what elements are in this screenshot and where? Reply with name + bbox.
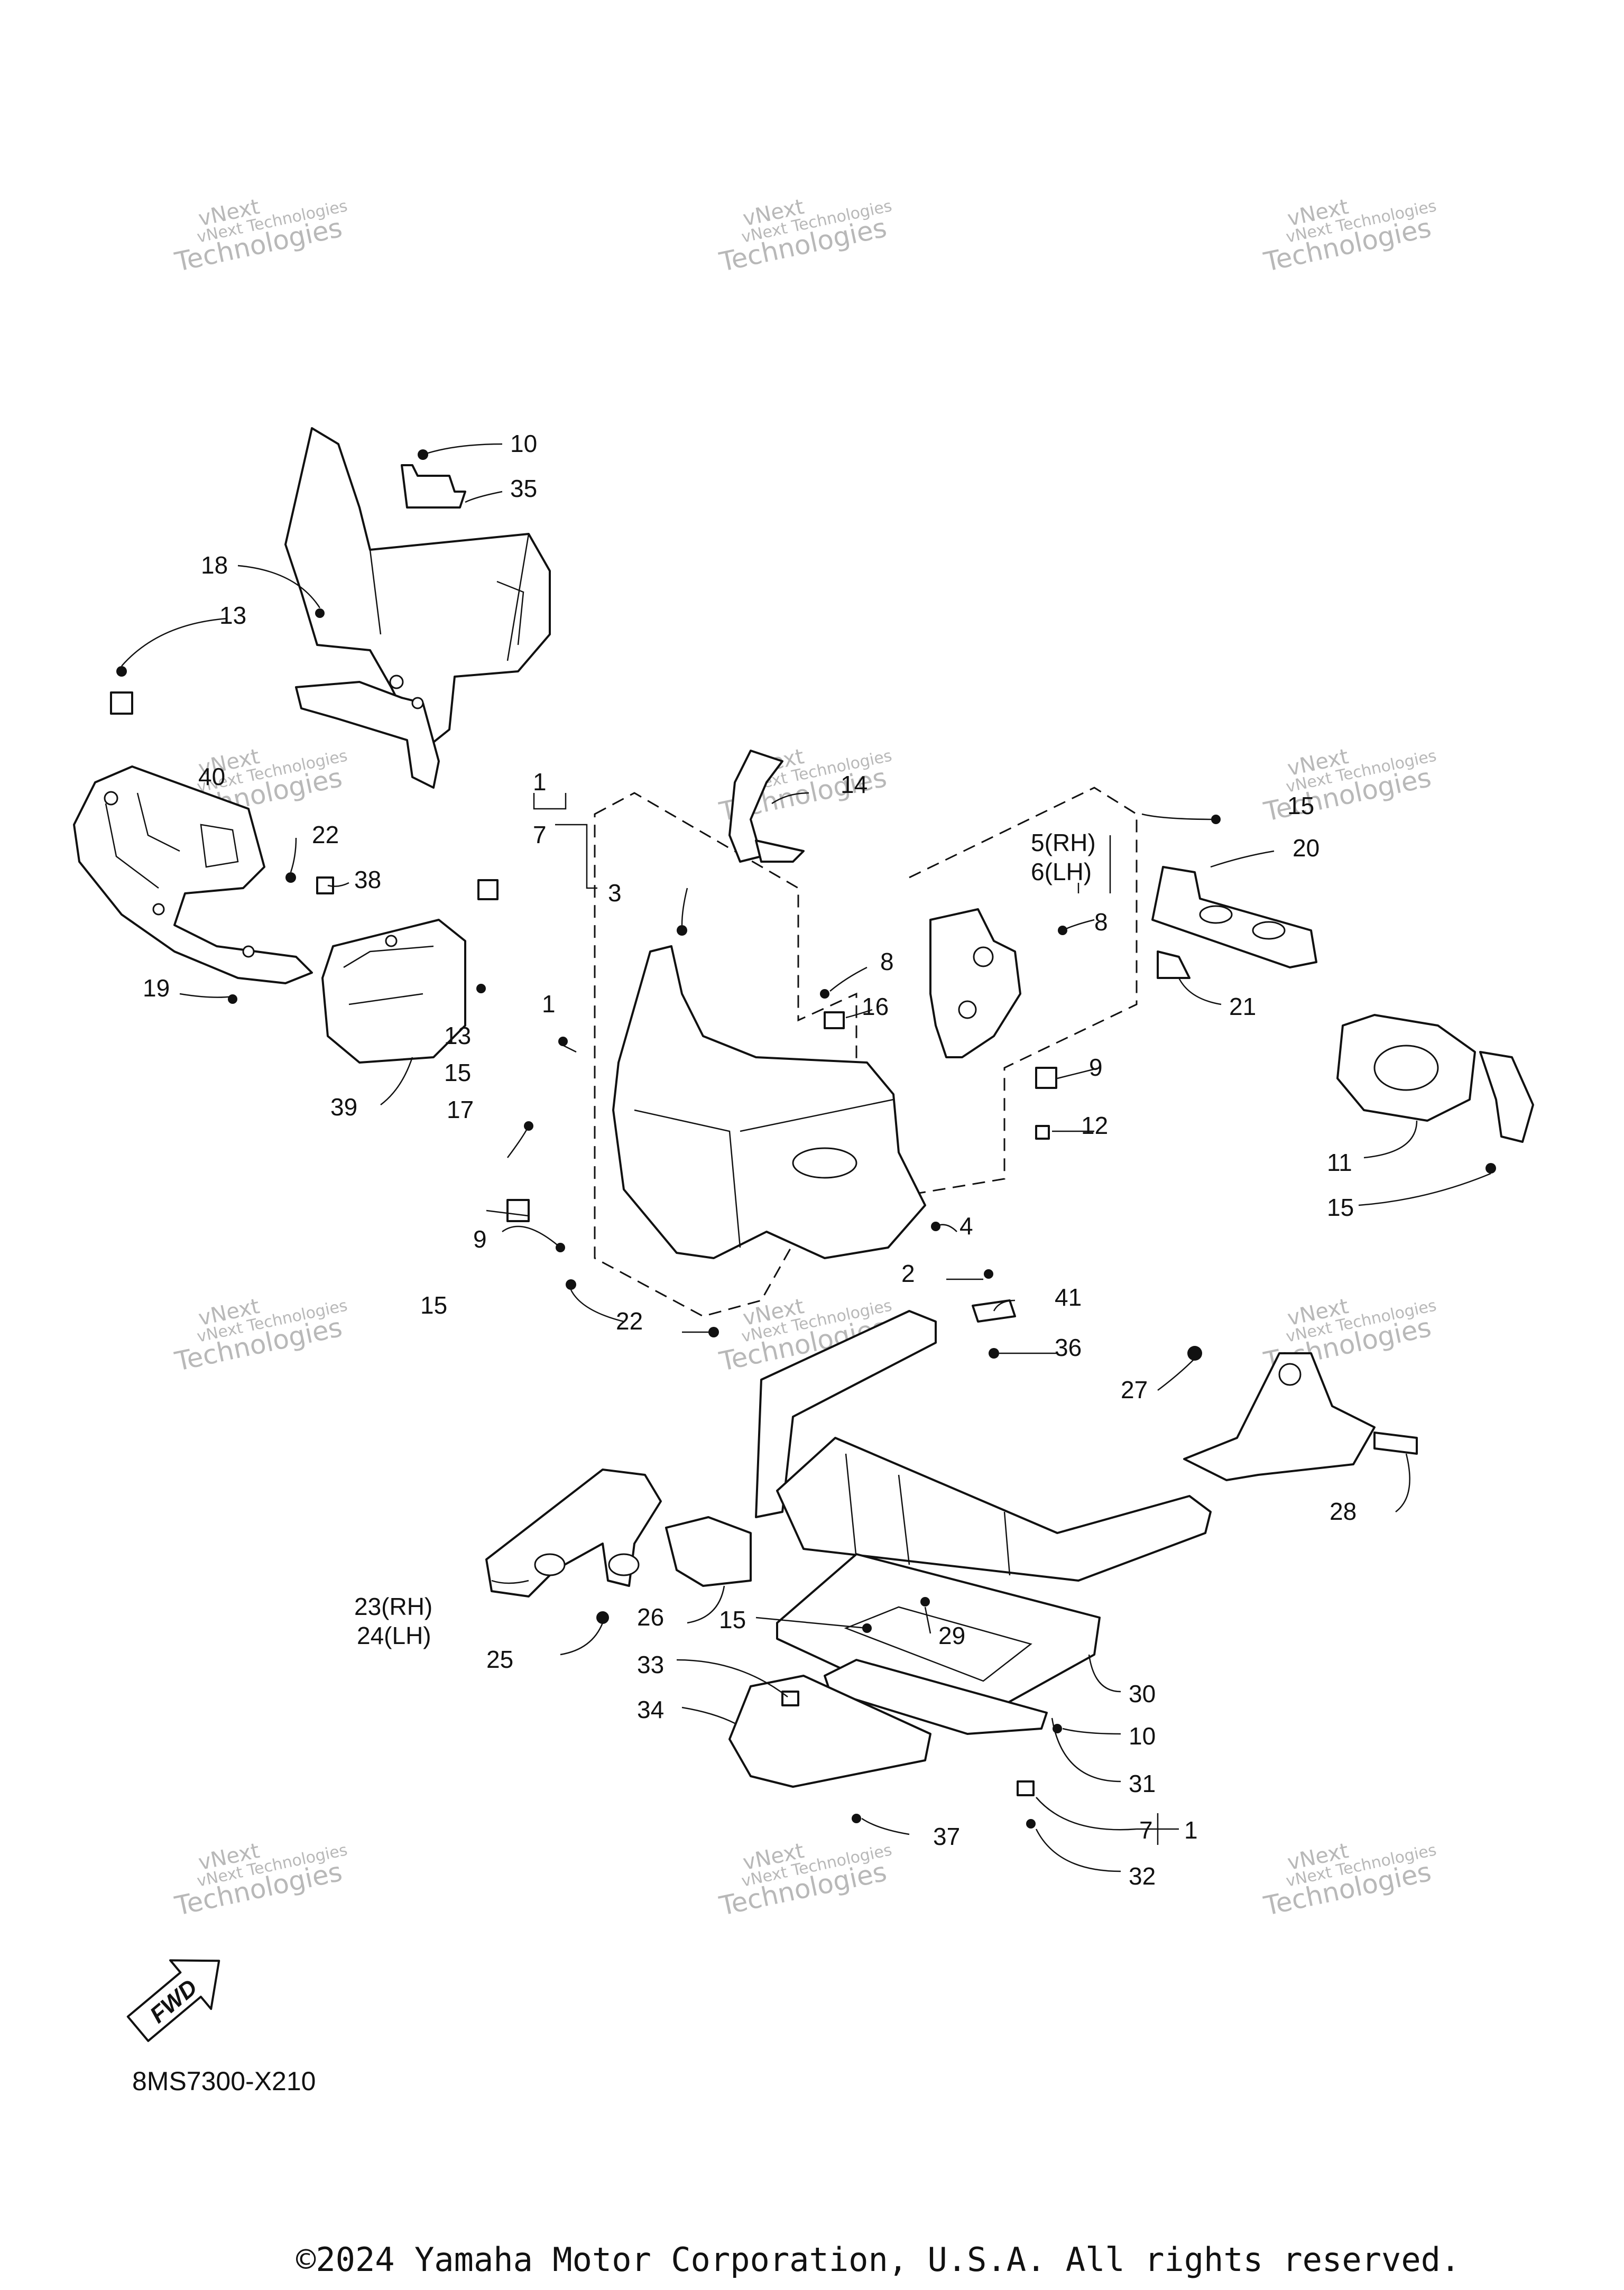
label-38: 38 — [354, 866, 381, 893]
label-1-bottom: 1 — [1184, 1816, 1198, 1844]
left-lower-cover — [321, 919, 466, 1064]
label-37: 37 — [933, 1823, 960, 1850]
label-1-bracket-top: 1 — [533, 768, 547, 796]
label-40: 40 — [198, 763, 225, 790]
label-11: 11 — [1327, 1149, 1352, 1176]
label-25: 25 — [486, 1646, 513, 1673]
label-27: 27 — [1121, 1376, 1148, 1403]
watermark-bottom-left: vNext vNext Technologies Technologies — [172, 1839, 349, 1922]
bracket-26 — [665, 1516, 752, 1587]
main-front-panel — [612, 750, 926, 1259]
label-33: 33 — [637, 1651, 664, 1678]
label-22-center: 22 — [616, 1307, 643, 1335]
assembly-outline-mount — [909, 787, 1138, 1196]
watermark-bottom-center: vNext vNext Technologies Technologies — [716, 1839, 893, 1922]
label-3: 3 — [608, 879, 622, 907]
label-22-left: 22 — [312, 821, 339, 848]
diagram-code: 8MS7300-X210 — [132, 2066, 316, 2096]
front-bracket-23-24 — [485, 1469, 662, 1598]
part-21-clip — [1157, 950, 1191, 979]
label-34: 34 — [637, 1696, 664, 1723]
watermark-top-right: vNext vNext Technologies Technologies — [1261, 195, 1438, 278]
label-14: 14 — [841, 771, 868, 798]
label-36: 36 — [1055, 1334, 1082, 1361]
label-30: 30 — [1129, 1680, 1156, 1707]
label-5-rh: 5(RH) — [1031, 829, 1096, 856]
engine-mount — [929, 908, 1021, 1058]
label-10-top: 10 — [510, 430, 537, 457]
label-7-bracket-top: 7 — [533, 821, 547, 848]
label-39: 39 — [330, 1093, 357, 1121]
label-15-top-right: 15 — [1287, 792, 1314, 819]
label-24-lh: 24(LH) — [357, 1622, 431, 1649]
label-13-top: 13 — [219, 602, 246, 629]
label-29: 29 — [938, 1622, 965, 1649]
label-20: 20 — [1293, 834, 1320, 862]
part-labels: 10 35 18 13 40 22 38 19 39 13 15 1 7 1 3… — [143, 430, 1357, 1890]
label-1-main: 1 — [542, 990, 556, 1018]
label-18: 18 — [201, 551, 228, 579]
watermark-top-left: vNext vNext Technologies Technologies — [172, 195, 349, 278]
label-16: 16 — [862, 993, 889, 1020]
label-7-bottom: 7 — [1139, 1816, 1153, 1844]
label-4: 4 — [959, 1212, 973, 1240]
upper-bracket-assembly — [284, 427, 551, 789]
right-plate-20 — [1151, 866, 1317, 968]
label-10-bottom: 10 — [1129, 1722, 1156, 1750]
watermark-bottom-right: vNext vNext Technologies Technologies — [1261, 1839, 1438, 1922]
label-23-rh: 23(RH) — [354, 1593, 432, 1620]
label-31: 31 — [1129, 1770, 1156, 1797]
label-8-right: 8 — [1094, 908, 1108, 936]
label-2: 2 — [901, 1260, 915, 1287]
watermark-row3-left: vNext vNext Technologies Technologies — [172, 1294, 349, 1377]
label-13-mid: 13 — [444, 1022, 471, 1049]
left-mount-bracket — [73, 765, 313, 984]
label-21: 21 — [1229, 993, 1256, 1020]
label-15-bottom: 15 — [719, 1606, 746, 1633]
label-41: 41 — [1055, 1283, 1082, 1311]
label-6-lh: 6(LH) — [1031, 858, 1092, 885]
label-12: 12 — [1081, 1112, 1108, 1139]
label-9-right: 9 — [1089, 1054, 1103, 1081]
label-32: 32 — [1129, 1862, 1156, 1890]
copyright-notice: ©2024 Yamaha Motor Corporation, U.S.A. A… — [296, 2240, 1461, 2279]
leader-lines — [121, 443, 1491, 1872]
label-9-left: 9 — [473, 1225, 487, 1253]
label-19: 19 — [143, 974, 170, 1002]
label-28: 28 — [1330, 1498, 1357, 1525]
skid-plate-34 — [728, 1675, 931, 1788]
label-15-lower-left: 15 — [420, 1291, 447, 1319]
label-8-center: 8 — [880, 948, 894, 975]
right-plate-11 — [1336, 1014, 1534, 1143]
label-26: 26 — [637, 1603, 664, 1631]
label-35: 35 — [510, 475, 537, 502]
label-17: 17 — [447, 1096, 474, 1123]
label-15-mid-left: 15 — [444, 1059, 471, 1086]
lower-frame — [755, 1310, 1376, 1582]
watermark-top-center: vNext vNext Technologies Technologies — [716, 195, 893, 278]
fwd-arrow-icon: FWD — [126, 1959, 220, 2042]
label-15-right: 15 — [1327, 1194, 1354, 1221]
watermark-mid-right: vNext vNext Technologies Technologies — [1261, 744, 1438, 827]
